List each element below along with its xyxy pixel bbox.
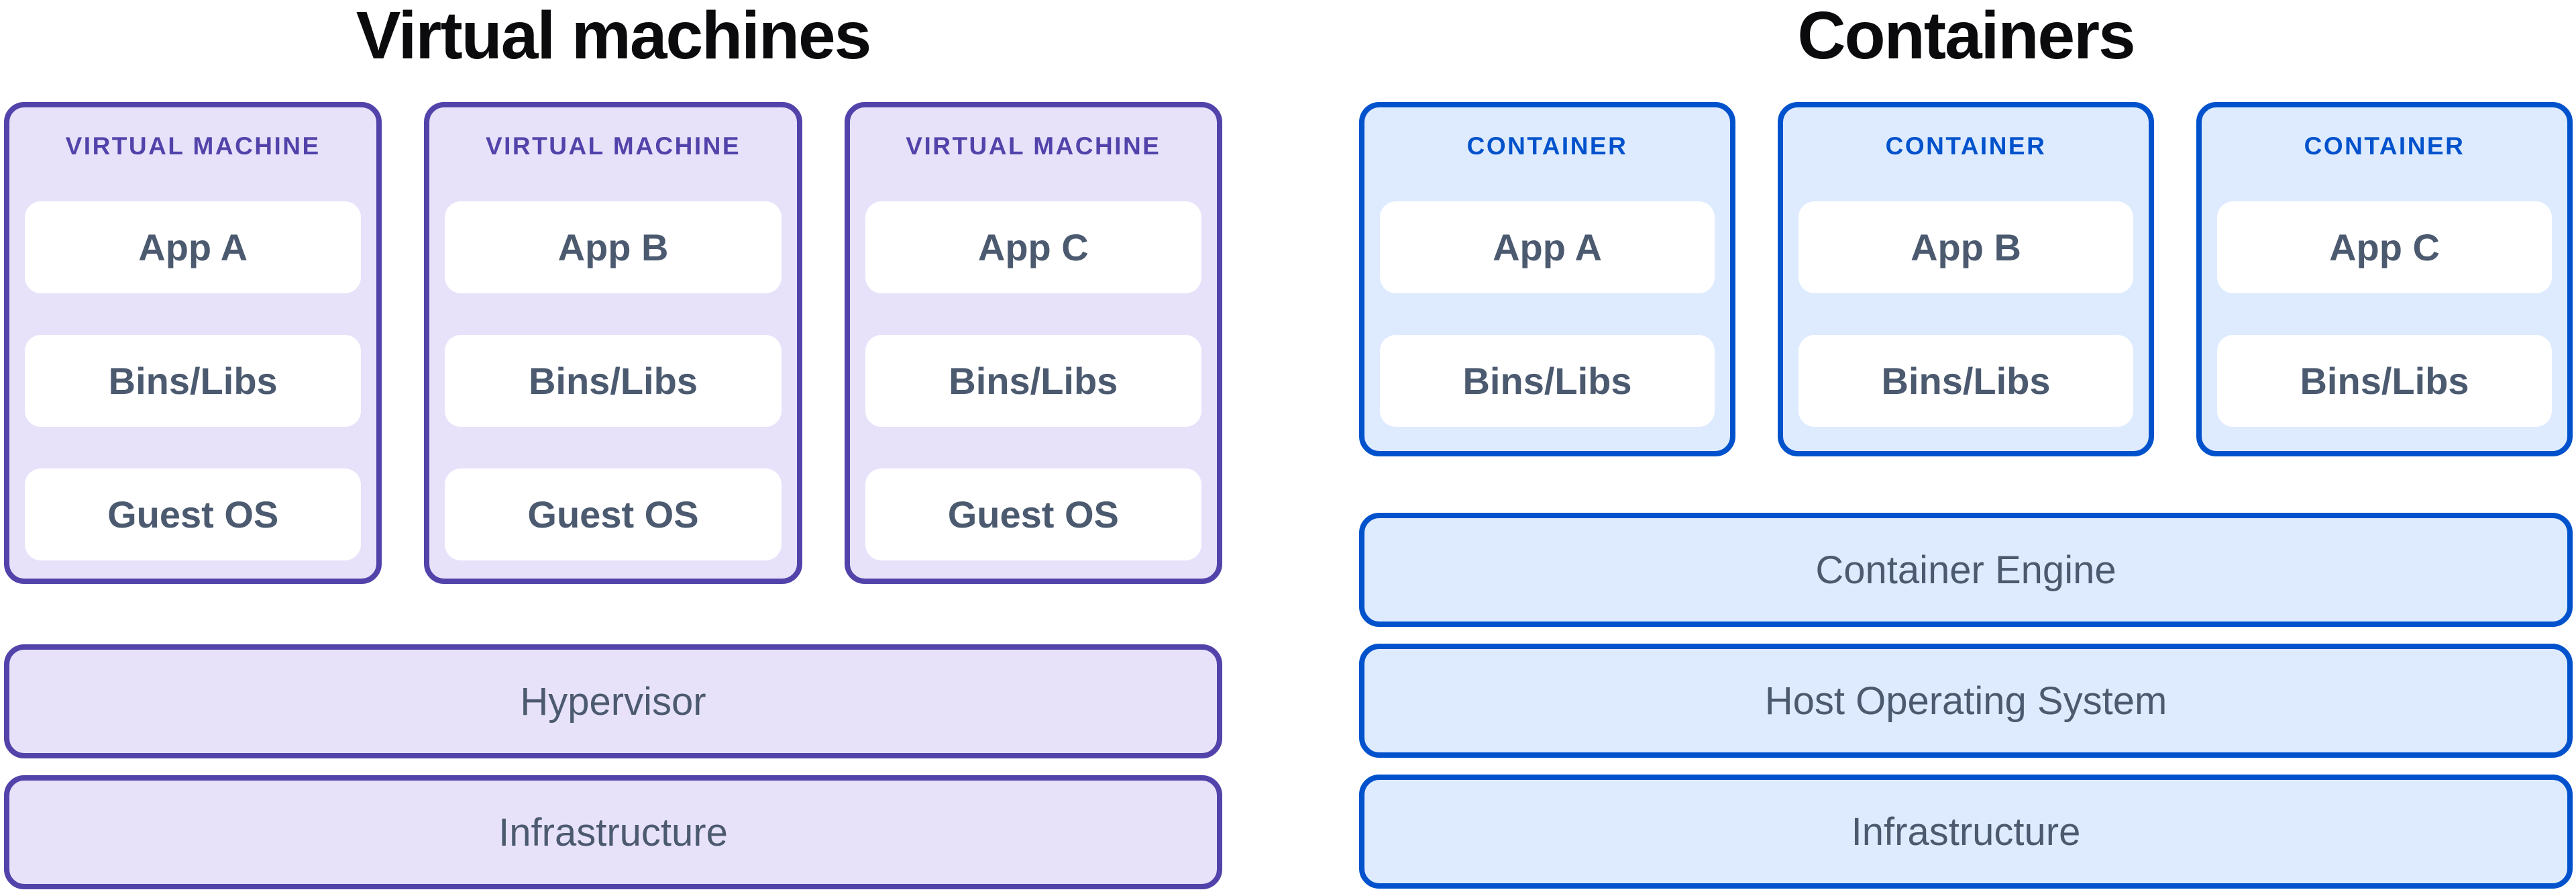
vm-cards-row: VIRTUAL MACHINE App A Bins/Libs Guest OS… [4, 102, 1222, 584]
container-card-2-bins-libs-row: Bins/Libs [1799, 335, 2133, 427]
vm-card-1: VIRTUAL MACHINE App A Bins/Libs Guest OS [4, 102, 382, 584]
vm-infrastructure-bar-label: Infrastructure [498, 810, 728, 854]
vm-card-3-bins-libs-row: Bins/Libs [865, 335, 1201, 427]
vm-card-2-header: VIRTUAL MACHINE [485, 132, 741, 160]
vm-card-2-guest-os-row: Guest OS [445, 468, 782, 560]
container-card-3-app-row: App C [2217, 201, 2552, 293]
vm-card-1-header: VIRTUAL MACHINE [65, 132, 321, 160]
vm-card-3-header: VIRTUAL MACHINE [906, 132, 1161, 160]
container-card-3-bins-libs-row: Bins/Libs [2217, 335, 2552, 427]
container-cards-row: CONTAINER App A Bins/Libs CONTAINER App … [1359, 102, 2573, 456]
container-card-2: CONTAINER App B Bins/Libs [1778, 102, 2154, 456]
container-card-1-header: CONTAINER [1466, 132, 1628, 160]
vm-card-2-bins-libs-row: Bins/Libs [445, 335, 782, 427]
host-operating-system-bar: Host Operating System [1359, 644, 2573, 758]
virtual-machines-section: Virtual machines VIRTUAL MACHINE App A B… [4, 0, 1222, 889]
virtual-machines-title: Virtual machines [356, 0, 872, 73]
vm-card-3-guest-os-row: Guest OS [865, 468, 1201, 560]
container-card-3-header: CONTAINER [2304, 132, 2465, 160]
container-card-2-app-row: App B [1799, 201, 2133, 293]
container-card-1-bins-libs-row: Bins/Libs [1380, 335, 1715, 427]
container-card-1-app-row: App A [1380, 201, 1715, 293]
vm-infrastructure-bar: Infrastructure [4, 775, 1222, 889]
containers-section: Containers CONTAINER App A Bins/Libs CON… [1359, 0, 2573, 889]
hypervisor-bar: Hypervisor [4, 644, 1222, 758]
container-engine-bar-label: Container Engine [1815, 548, 2116, 592]
hypervisor-bar-label: Hypervisor [520, 679, 706, 724]
vm-card-2: VIRTUAL MACHINE App B Bins/Libs Guest OS [424, 102, 802, 584]
containers-infrastructure-bar-label: Infrastructure [1851, 809, 2081, 854]
containers-infrastructure-bar: Infrastructure [1359, 775, 2573, 889]
vm-card-2-app-row: App B [445, 201, 782, 293]
container-engine-bar: Container Engine [1359, 513, 2573, 627]
vm-card-1-guest-os-row: Guest OS [25, 468, 362, 560]
vm-card-1-app-row: App A [25, 201, 362, 293]
host-operating-system-bar-label: Host Operating System [1764, 679, 2167, 723]
container-card-1: CONTAINER App A Bins/Libs [1359, 102, 1735, 456]
container-card-2-header: CONTAINER [1885, 132, 2047, 160]
container-card-3: CONTAINER App C Bins/Libs [2196, 102, 2573, 456]
vm-card-3: VIRTUAL MACHINE App C Bins/Libs Guest OS [844, 102, 1222, 584]
vm-card-3-app-row: App C [865, 201, 1201, 293]
vm-card-1-bins-libs-row: Bins/Libs [25, 335, 362, 427]
containers-title: Containers [1797, 0, 2135, 73]
